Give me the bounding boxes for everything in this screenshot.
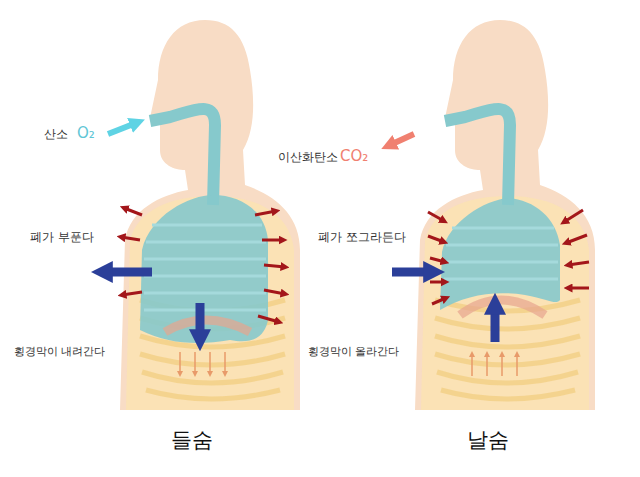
phase-label: 날숨	[467, 428, 509, 453]
formula-label: CO₂	[340, 147, 368, 165]
part-label: 폐가 쪼그라든다	[318, 230, 406, 244]
formula-label: O₂	[77, 124, 95, 142]
gas-label: 이산화탄소	[278, 150, 338, 164]
gas-label: 산소	[44, 127, 68, 141]
part-label: 폐가 부푼다	[30, 230, 94, 244]
phase-label: 들숨	[171, 428, 213, 453]
part-label: 횡경막이 내려간다	[14, 345, 106, 358]
part-label: 횡경막이 올라간다	[308, 345, 400, 358]
